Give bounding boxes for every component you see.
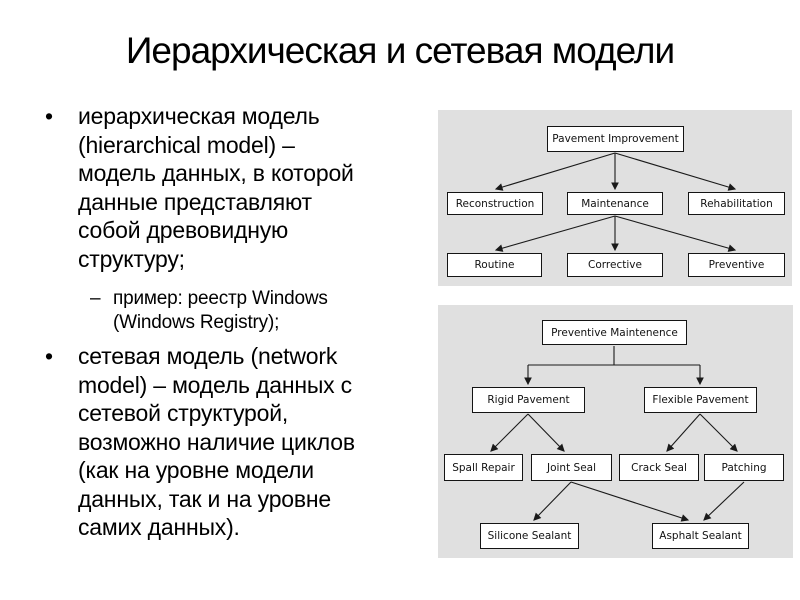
text-column: • иерархическая модель (hierarchical mod… [45, 102, 445, 542]
hierarchical-diagram-panel: Pavement Improvement Reconstruction Main… [438, 110, 792, 286]
network-diagram-edges [490, 346, 745, 522]
bullet-item-network: • сетевая модель (network model) – модел… [45, 342, 445, 542]
sub-bullet-text-example: пример: реестр Windows (Windows Registry… [113, 288, 328, 333]
node-crack-seal: Crack Seal [619, 454, 699, 481]
node-patching: Patching [704, 454, 784, 481]
node-joint-seal: Joint Seal [531, 454, 612, 481]
dash-marker: – [90, 288, 101, 309]
hierarchical-diagram-edges [494, 152, 737, 252]
slide-title: Иерархическая и сетевая модели [125, 30, 675, 71]
bullet-text-hierarchical: иерархическая модель (hierarchical model… [78, 103, 354, 272]
node-pavement-improvement: Pavement Improvement [547, 126, 684, 152]
node-preventive-maintenence: Preventive Maintenence [542, 320, 687, 345]
node-spall-repair: Spall Repair [444, 454, 523, 481]
node-reconstruction: Reconstruction [447, 192, 543, 215]
node-routine: Routine [447, 253, 542, 277]
sub-bullet-item-example: – пример: реестр Windows (Windows Regist… [90, 287, 445, 334]
bullet-item-hierarchical: • иерархическая модель (hierarchical mod… [45, 102, 445, 273]
node-flexible-pavement: Flexible Pavement [644, 387, 757, 413]
node-silicone-sealant: Silicone Sealant [480, 523, 579, 549]
bullet-text-network: сетевая модель (network model) – модель … [78, 343, 355, 540]
bullet-marker: • [45, 103, 54, 129]
node-asphalt-sealant: Asphalt Sealant [652, 523, 749, 549]
network-diagram-panel: Preventive Maintenence Rigid Pavement Fl… [438, 305, 793, 558]
node-rigid-pavement: Rigid Pavement [472, 387, 585, 413]
node-preventive: Preventive [688, 253, 785, 277]
node-rehabilitation: Rehabilitation [688, 192, 785, 215]
node-corrective: Corrective [567, 253, 663, 277]
bullet-marker: • [45, 343, 54, 369]
node-maintenance: Maintenance [567, 192, 663, 215]
